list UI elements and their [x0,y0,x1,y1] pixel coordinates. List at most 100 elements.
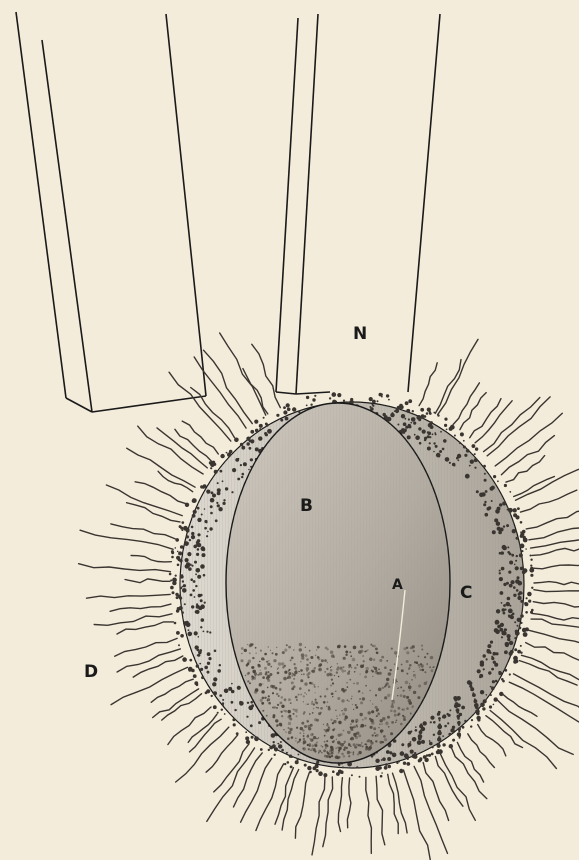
filing-grain [456,711,459,714]
filing-grain [188,667,193,672]
filing-grain [263,417,265,419]
filing-spike [419,363,437,406]
filing-grain [398,707,401,710]
filing-grain [337,741,340,744]
filing-grain [190,578,193,581]
filing-grain [388,685,391,688]
filing-grain [340,770,344,774]
filing-grain [395,680,396,681]
filing-grain [464,720,466,722]
filing-grain [361,742,362,743]
filing-grain [217,482,219,484]
filing-grain [210,467,212,469]
filing-grain [261,657,264,660]
filing-grain [338,752,340,754]
filing-grain [461,706,465,710]
filing-grain [463,440,465,442]
filing-grain [205,691,208,694]
filing-grain [231,701,234,704]
filing-spike [533,563,579,569]
filing-grain [219,664,221,666]
filing-grain [196,553,199,556]
filing-grain [326,668,328,670]
filing-grain [403,718,406,721]
filing-grain [353,753,355,755]
filing-grain [343,755,345,757]
filing-grain [518,593,521,596]
filing-grain [426,681,428,683]
filing-grain [381,396,383,398]
filing-grain [321,752,323,754]
filing-grain [176,556,180,560]
filing-grain [353,683,354,684]
filing-grain [460,433,463,436]
filing-grain [495,652,498,655]
filing-spike [80,530,173,549]
filing-grain [325,745,327,747]
filing-grain [387,694,390,697]
filing-grain [293,678,295,680]
filing-grain [414,434,416,436]
filing-grain [409,664,412,667]
filing-grain [312,748,313,749]
filing-grain [299,732,301,734]
filing-grain [388,726,390,728]
filing-grain [492,486,494,488]
filing-grain [192,514,196,518]
filing-grain [307,703,309,705]
filing-grain [458,724,460,726]
filing-grain [349,679,351,681]
filing-grain [480,690,484,694]
filing-grain [193,674,197,678]
filing-grain [445,457,450,462]
filing-grain [201,676,204,679]
filing-spike [110,604,171,611]
filing-grain [346,682,348,684]
filing-grain [320,696,322,698]
filing-grain [234,438,239,443]
filing-grain [336,772,340,776]
filing-grain [241,653,242,654]
filing-grain [272,716,275,719]
filing-grain [245,675,246,676]
filing-grain [427,447,431,451]
filing-grain [281,662,284,665]
filing-grain [437,731,442,736]
filing-grain [490,694,492,696]
filing-grain [288,722,291,725]
filing-grain [520,567,524,571]
filing-grain [444,725,447,728]
filing-grain [313,766,317,770]
filing-grain [324,741,326,743]
filing-grain [332,682,334,684]
filing-grain [295,760,299,764]
filing-grain [331,666,332,667]
filing-grain [281,696,284,699]
filing-grain [520,600,523,603]
filing-grain [267,687,269,689]
filing-grain [520,645,522,647]
filing-grain [442,735,444,737]
filing-grain [350,723,352,725]
filing-grain [254,672,257,675]
filing-grain [515,560,517,562]
filing-grain [413,671,414,672]
filing-grain [249,682,251,684]
filing-grain [317,707,319,709]
filing-spike [111,524,175,539]
filing-grain [311,701,313,703]
filing-grain [259,661,260,662]
filing-grain [182,580,184,582]
filing-grain [421,727,425,731]
filing-grain [492,530,496,534]
filing-grain [206,490,210,494]
filing-grain [237,686,241,690]
filing-grain [385,722,388,725]
filing-grain [395,722,396,723]
filing-grain [195,573,197,575]
filing-grain [274,754,276,756]
filing-grain [292,407,296,411]
filing-grain [407,758,409,760]
filing-grain [411,417,416,422]
